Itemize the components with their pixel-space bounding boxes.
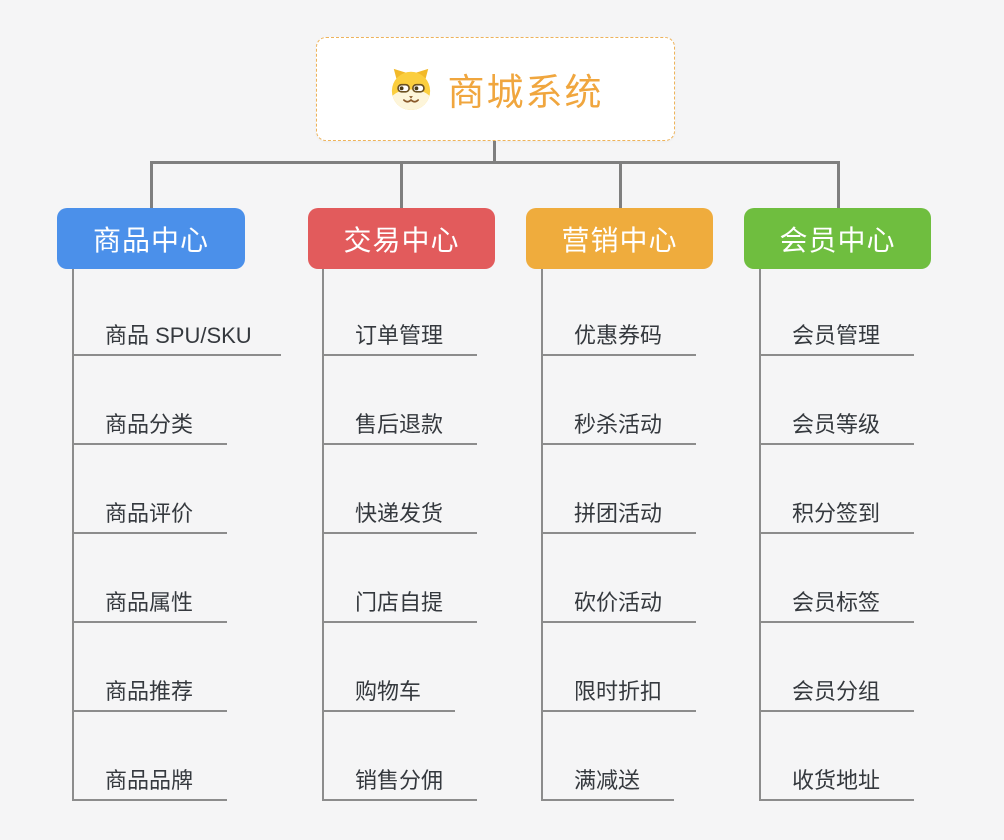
- leaf-label: 会员等级: [792, 412, 881, 437]
- leaf-label: 满减送: [574, 768, 641, 793]
- leaf-node[interactable]: 快递发货: [322, 492, 477, 534]
- leaf-label: 商品分类: [105, 412, 194, 437]
- leaf-label: 拼团活动: [574, 501, 663, 526]
- leaf-node[interactable]: 商品品牌: [72, 759, 227, 801]
- leaf-node[interactable]: 商品评价: [72, 492, 227, 534]
- leaf-node[interactable]: 会员标签: [759, 581, 914, 623]
- leaf-node[interactable]: 积分签到: [759, 492, 914, 534]
- leaf-node[interactable]: 满减送: [541, 759, 674, 801]
- leaf-label: 会员标签: [792, 590, 881, 615]
- connector-root-stub: [493, 141, 496, 164]
- leaf-label: 会员管理: [792, 323, 881, 348]
- leaf-label: 商品属性: [105, 590, 194, 615]
- leaf-node[interactable]: 收货地址: [759, 759, 914, 801]
- leaf-node[interactable]: 商品推荐: [72, 670, 227, 712]
- leaf-spine: [72, 269, 74, 801]
- leaf-node[interactable]: 销售分佣: [322, 759, 477, 801]
- leaf-label: 会员分组: [792, 679, 881, 704]
- leaf-label: 秒杀活动: [574, 412, 663, 437]
- leaf-node[interactable]: 拼团活动: [541, 492, 696, 534]
- leaf-node[interactable]: 商品属性: [72, 581, 227, 623]
- branch-node[interactable]: 会员中心: [744, 208, 931, 269]
- leaf-label: 门店自提: [355, 590, 444, 615]
- connector-crossbar: [149, 161, 840, 164]
- leaf-node[interactable]: 会员等级: [759, 403, 914, 445]
- leaf-label: 订单管理: [355, 323, 444, 348]
- leaf-label: 积分签到: [792, 501, 881, 526]
- leaf-node[interactable]: 门店自提: [322, 581, 477, 623]
- leaf-spine: [322, 269, 324, 801]
- leaf-node[interactable]: 会员分组: [759, 670, 914, 712]
- leaf-label: 优惠券码: [574, 323, 663, 348]
- leaf-node[interactable]: 秒杀活动: [541, 403, 696, 445]
- leaf-node[interactable]: 会员管理: [759, 314, 914, 356]
- branch-node[interactable]: 交易中心: [308, 208, 495, 269]
- leaf-label: 商品 SPU/SKU: [105, 323, 252, 348]
- leaf-node[interactable]: 商品分类: [72, 403, 227, 445]
- leaf-label: 收货地址: [792, 768, 881, 793]
- leaf-node[interactable]: 订单管理: [322, 314, 477, 356]
- leaf-label: 商品评价: [105, 501, 194, 526]
- root-title: 商城系统: [447, 72, 604, 113]
- leaf-label: 砍价活动: [574, 590, 663, 615]
- leaf-node[interactable]: 优惠券码: [541, 314, 696, 356]
- doge-icon: [388, 67, 434, 111]
- leaf-node[interactable]: 限时折扣: [541, 670, 696, 712]
- leaf-spine: [759, 269, 761, 801]
- leaf-node[interactable]: 商品 SPU/SKU: [72, 314, 281, 356]
- connector-branch-drop: [399, 161, 403, 208]
- leaf-label: 限时折扣: [574, 679, 663, 704]
- leaf-label: 快递发货: [355, 501, 444, 526]
- leaf-label: 商品品牌: [105, 768, 194, 793]
- root-node[interactable]: 商城系统: [316, 37, 675, 141]
- leaf-spine: [541, 269, 543, 801]
- branch-node[interactable]: 营销中心: [526, 208, 713, 269]
- leaf-label: 销售分佣: [355, 768, 444, 793]
- leaf-label: 购物车: [355, 679, 422, 704]
- leaf-node[interactable]: 购物车: [322, 670, 455, 712]
- leaf-label: 商品推荐: [105, 679, 194, 704]
- leaf-label: 售后退款: [355, 412, 444, 437]
- connector-branch-drop: [618, 161, 622, 208]
- leaf-node[interactable]: 砍价活动: [541, 581, 696, 623]
- branch-node[interactable]: 商品中心: [57, 208, 245, 269]
- connector-branch-drop: [836, 161, 840, 208]
- leaf-node[interactable]: 售后退款: [322, 403, 477, 445]
- connector-branch-drop: [149, 161, 153, 208]
